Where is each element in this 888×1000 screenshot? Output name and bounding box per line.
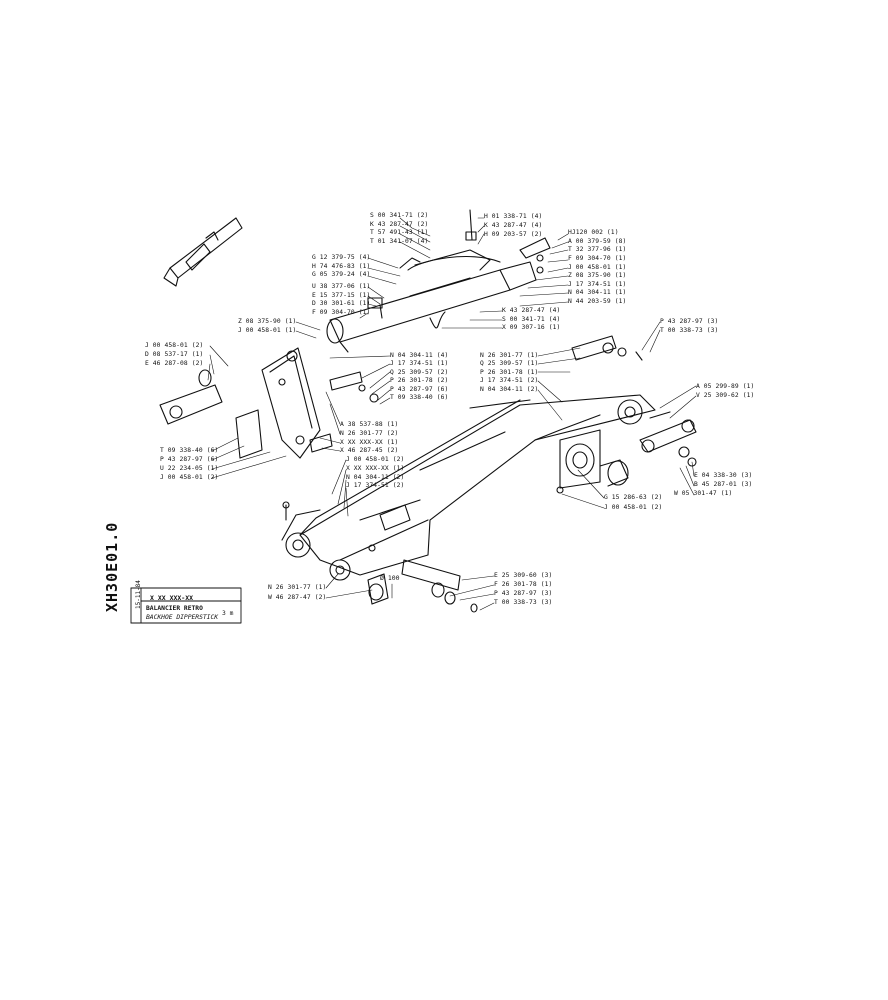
callout-label: J 00 458-01 (1) bbox=[568, 264, 627, 271]
callout-label: T 32 377-96 (1) bbox=[568, 246, 627, 253]
callout-label: J 00 458-01 (2) bbox=[160, 474, 219, 481]
callout-label: W 05 301-47 (1) bbox=[674, 490, 733, 497]
drawing-code: XH30E01.0 bbox=[103, 521, 121, 612]
callout-label: N 04 304-11 (2) bbox=[346, 474, 405, 481]
callout-label: U 22 234-05 (1) bbox=[160, 465, 219, 472]
callout-label: J 17 374-51 (1) bbox=[568, 281, 627, 288]
callout-label: X 46 287-45 (2) bbox=[340, 447, 399, 454]
callout-label: E 04 338-30 (3) bbox=[694, 472, 753, 479]
callout-label: S 00 341-71 (2) bbox=[370, 212, 429, 219]
callout-label: X 09 307-16 (1) bbox=[502, 324, 561, 331]
callout-label: N 04 304-11 (1) bbox=[568, 289, 627, 296]
part-name-english: BACKHOE DIPPERSTICK bbox=[146, 614, 219, 621]
callout-label: E 46 287-08 (2) bbox=[145, 360, 204, 367]
link-plate bbox=[571, 335, 697, 467]
callout-label: H 01 338-71 (4) bbox=[484, 213, 543, 220]
callout-label: N 04 304-11 (2) bbox=[480, 386, 539, 393]
callout-label: K 43 287-47 (4) bbox=[502, 307, 561, 314]
callout-label: D 08 537-17 (1) bbox=[145, 351, 204, 358]
callout-label: N 44 203-59 (1) bbox=[568, 298, 627, 305]
callout-label: J 00 458-01 (2) bbox=[346, 456, 405, 463]
callout-label: A 38 537-88 (1) bbox=[340, 421, 399, 428]
callout-label: N 04 304-11 (4) bbox=[390, 352, 449, 359]
callout-label: J 00 458-01 (2) bbox=[604, 504, 663, 511]
callout-label: P 43 287-97 (3) bbox=[660, 318, 719, 325]
callout-label: A 00 379-59 (8) bbox=[568, 238, 627, 245]
drawing-date: 15-11-84 bbox=[135, 580, 142, 609]
callout-label: G 12 379-75 (4) bbox=[312, 254, 371, 261]
hydraulic-pipe bbox=[407, 255, 501, 271]
bushing bbox=[559, 429, 629, 489]
callout-label: N 26 301-77 (1) bbox=[480, 352, 539, 359]
callout-label: K 43 287-47 (4) bbox=[484, 222, 543, 229]
callout-label: F 09 304-70 (1) bbox=[568, 255, 627, 262]
title-block-frame bbox=[130, 587, 242, 624]
callout-label: J 00 458-01 (2) bbox=[145, 342, 204, 349]
callout-label: T 00 338-73 (3) bbox=[494, 599, 553, 606]
callout-label: N 26 301-77 (2) bbox=[340, 430, 399, 437]
callout-label: X XX XXX-XX (1) bbox=[346, 465, 405, 472]
callout-label: P 26 301-78 (1) bbox=[480, 369, 539, 376]
diameter-note: Ø 100 bbox=[380, 574, 400, 582]
lower-pin bbox=[401, 559, 461, 591]
callout-label: T 09 338-40 (6) bbox=[390, 394, 449, 401]
callout-label: S 00 341-71 (4) bbox=[502, 316, 561, 323]
callout-label: J 17 374-51 (1) bbox=[390, 360, 449, 367]
callout-label: V 25 309-62 (1) bbox=[696, 392, 755, 399]
callout-label: T 09 338-40 (6) bbox=[160, 447, 219, 454]
callout-label: J 17 374-51 (2) bbox=[346, 482, 405, 489]
callout-label: T 57 491-43 (1) bbox=[370, 229, 429, 236]
callout-label: F 26 301-78 (1) bbox=[494, 581, 553, 588]
callout-label: P 43 287-97 (6) bbox=[160, 456, 219, 463]
callout-label: G 05 379-24 (4) bbox=[312, 271, 371, 278]
pin bbox=[329, 371, 363, 391]
callout-label: W 46 287-47 (2) bbox=[268, 594, 327, 601]
callout-label: X XX XXX-XX (1) bbox=[340, 439, 399, 446]
callout-label: K 43 287-47 (2) bbox=[370, 221, 429, 228]
callout-label: B 45 287-01 (3) bbox=[694, 481, 753, 488]
callout-label: P 43 287-97 (6) bbox=[390, 386, 449, 393]
callout-label: Q 25 309-57 (1) bbox=[480, 360, 539, 367]
callout-label: Q 25 309-57 (2) bbox=[390, 369, 449, 376]
callout-label: E 25 309-60 (3) bbox=[494, 572, 553, 579]
callout-label: HJ120 002 (1) bbox=[568, 229, 619, 236]
callout-label: J 00 458-01 (1) bbox=[238, 327, 297, 334]
callout-label: D 30 301-61 (1) bbox=[312, 300, 371, 307]
side-plate bbox=[235, 347, 321, 459]
dipperstick-body bbox=[281, 394, 656, 581]
callout-label: P 43 287-97 (3) bbox=[494, 590, 553, 597]
callout-label: H 09 203-57 (2) bbox=[484, 231, 543, 238]
link-bracket bbox=[159, 369, 223, 425]
machine-thumbnail-icon bbox=[163, 217, 243, 287]
callout-label: N 26 301-77 (1) bbox=[268, 584, 327, 591]
callout-label: H 74 476-83 (1) bbox=[312, 263, 371, 270]
callout-label: E 15 377-15 (1) bbox=[312, 292, 371, 299]
callout-label: T 01 341-07 (4) bbox=[370, 238, 429, 245]
callout-label: T 00 338-73 (3) bbox=[660, 327, 719, 334]
callout-label: Z 08 375-90 (1) bbox=[238, 318, 297, 325]
part-name-french: BALANCIER RETRO bbox=[146, 605, 203, 612]
callout-label: F 09 304-70 (1) bbox=[312, 309, 371, 316]
part-size: 3 m bbox=[222, 610, 234, 617]
callout-label: U 38 377-06 (1) bbox=[312, 283, 371, 290]
callout-label: P 26 301-78 (2) bbox=[390, 377, 449, 384]
callout-label: Z 08 375-90 (1) bbox=[568, 272, 627, 279]
callout-label: G 15 286-63 (2) bbox=[604, 494, 663, 501]
reference-code: X XX XXX-XX bbox=[150, 594, 194, 602]
hydraulic-cylinder bbox=[326, 249, 537, 353]
callout-label: A 05 299-89 (1) bbox=[696, 383, 755, 390]
callout-label: J 17 374-51 (2) bbox=[480, 377, 539, 384]
